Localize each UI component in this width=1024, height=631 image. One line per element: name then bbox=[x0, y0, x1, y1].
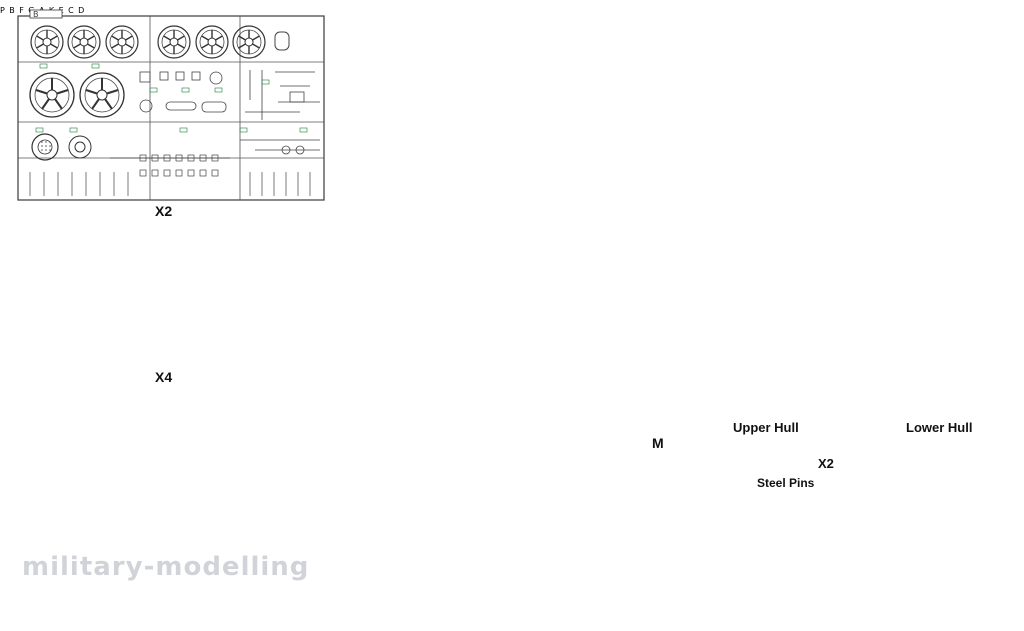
sprue-f: F bbox=[19, 0, 28, 17]
upper-hull-caption: Upper Hull bbox=[733, 420, 799, 435]
sprue-b-right-letter: B bbox=[9, 6, 15, 15]
steel-pins-quantity-caption: X2 bbox=[818, 456, 834, 471]
sprue-m-label: M bbox=[652, 435, 664, 451]
sprue-f-letter: F bbox=[19, 6, 24, 15]
steel-pins-caption: Steel Pins bbox=[757, 476, 815, 490]
sprue-c-letter: C bbox=[68, 6, 74, 15]
sprue-b-right: B bbox=[9, 0, 19, 17]
sprue-p: P bbox=[0, 0, 9, 17]
sprue-b-left: B bbox=[17, 9, 325, 201]
sprue-f-quantity-caption: X4 bbox=[155, 369, 173, 385]
lower-hull-part: D bbox=[78, 0, 84, 17]
upper-hull-part: C bbox=[68, 0, 78, 17]
sprue-b-quantity-caption: X2 bbox=[155, 203, 173, 219]
sprue-p-letter: P bbox=[0, 6, 5, 15]
lower-hull-caption: Lower Hull bbox=[906, 420, 973, 435]
watermark-text: military-modelling bbox=[22, 552, 310, 582]
sprue-b-left-letter: B bbox=[33, 10, 39, 19]
sprue-d-letter: D bbox=[78, 6, 85, 15]
